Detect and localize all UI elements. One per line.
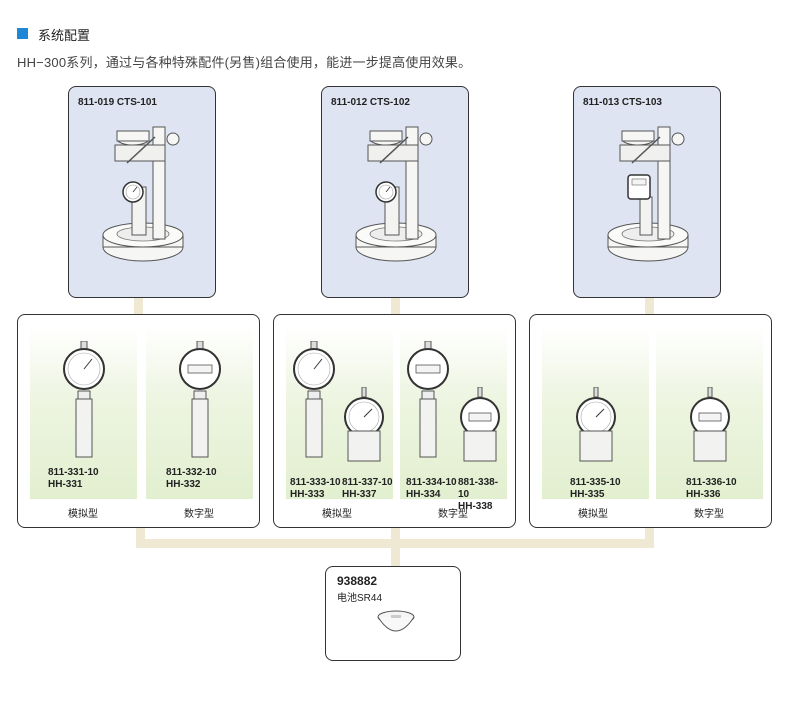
type-label-digital: 数字型: [184, 509, 214, 520]
product-model: HH-334: [406, 489, 441, 500]
type-label-analog: 模拟型: [578, 509, 608, 520]
connector-bottom-1: [136, 528, 145, 548]
connector-bus: [136, 539, 654, 548]
analog-panel: 811-331-10 HH-331: [30, 327, 137, 499]
stand-label: 811-012 CTS-102: [331, 97, 410, 108]
analog-panel: 811-333-10 HH-333 811-337-10 HH-337: [286, 327, 393, 500]
section-title: 系统配置: [38, 28, 91, 43]
product-model: HH-337: [342, 489, 377, 500]
stand-label: 811-013 CTS-103: [583, 97, 662, 108]
product-code: 811-331-10: [48, 467, 99, 478]
digital-bench-gauge-image: [688, 387, 732, 463]
digital-panel: 811-336-10 HH-336: [656, 327, 763, 500]
digital-bench-gauge-image: [458, 387, 502, 463]
connector-bottom-3: [645, 528, 654, 548]
connector-stand-2: [391, 298, 400, 314]
analog-panel: 811-335-10 HH-335: [542, 327, 649, 500]
stand-card-1: 811-019 CTS-101: [68, 86, 216, 298]
gauge-group-1: 811-331-10 HH-331 811-332-10 HH-332 模拟型 …: [17, 314, 260, 528]
test-stand-image: [346, 117, 446, 267]
product-code: 811-334-10: [406, 477, 457, 488]
gauge-group-3: 811-335-10 HH-335 811-336-10 HH-336 模拟型 …: [529, 314, 772, 528]
section-marker: [17, 28, 28, 39]
stand-card-2: 811-012 CTS-102: [321, 86, 469, 298]
connector-stand-1: [134, 298, 143, 314]
product-code: 811-337-10: [342, 477, 393, 488]
battery-code: 938882: [337, 574, 378, 588]
product-model: HH-338: [458, 501, 493, 512]
connector-stand-3: [645, 298, 654, 314]
product-code: 811-335-10: [570, 477, 621, 488]
product-code: 811-333-10: [290, 477, 341, 488]
digital-gauge-image: [404, 341, 452, 461]
digital-panel: 811-332-10 HH-332: [146, 327, 253, 499]
type-label-analog: 模拟型: [322, 509, 352, 520]
stand-card-3: 811-013 CTS-103: [573, 86, 721, 298]
gauge-group-2: 811-333-10 HH-333 811-337-10 HH-337: [273, 314, 516, 528]
digital-panel: 811-334-10 HH-334 881-338-10 HH-338: [400, 327, 507, 512]
product-code: 811-332-10: [166, 467, 217, 478]
battery-image: [376, 607, 416, 637]
product-model: HH-331: [48, 479, 83, 490]
product-code: 811-336-10: [686, 477, 737, 488]
product-model: HH-336: [686, 489, 721, 500]
analog-gauge-image: [60, 341, 108, 461]
type-label-digital: 数字型: [438, 509, 468, 520]
product-model: HH-333: [290, 489, 325, 500]
connector-bottom-2: [391, 528, 400, 568]
type-label-analog: 模拟型: [68, 509, 98, 520]
section-description: HH−300系列，通过与各种特殊配件(另售)组合使用，能进一步提高使用效果。: [17, 55, 472, 70]
product-code: 881-338-10: [458, 477, 499, 500]
battery-card: 938882 电池SR44: [325, 566, 461, 661]
analog-bench-gauge-image: [342, 387, 386, 463]
battery-name: 电池SR44: [337, 593, 383, 604]
analog-gauge-image: [290, 341, 338, 461]
stand-label: 811-019 CTS-101: [78, 97, 157, 108]
product-model: HH-335: [570, 489, 605, 500]
type-label-digital: 数字型: [694, 509, 724, 520]
analog-bench-gauge-image: [574, 387, 618, 463]
test-stand-image: [93, 117, 193, 267]
test-stand-image: [598, 117, 698, 267]
digital-gauge-image: [176, 341, 224, 461]
product-model: HH-332: [166, 479, 201, 490]
